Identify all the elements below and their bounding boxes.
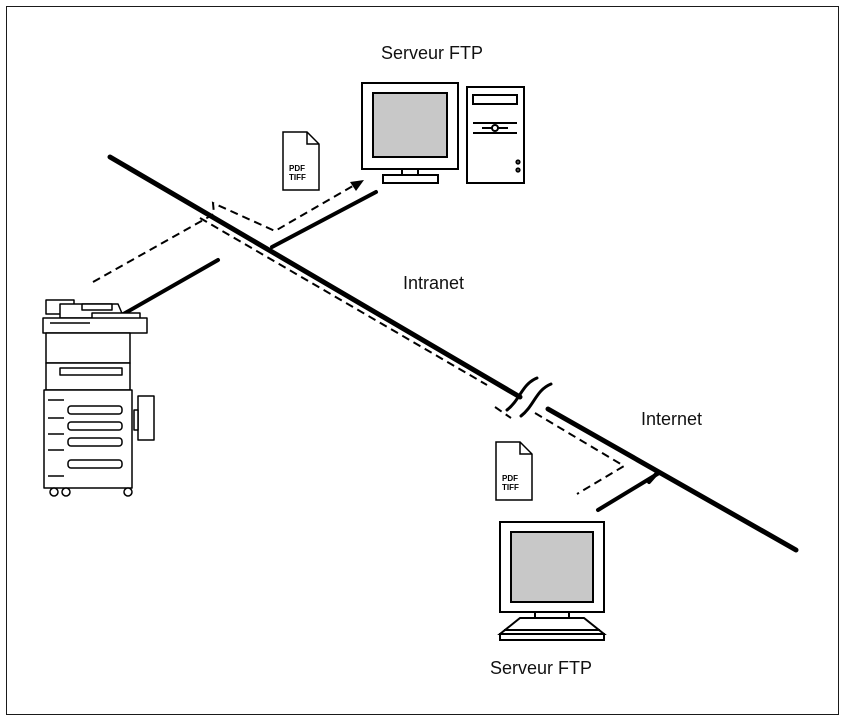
ftp-server-top-label: Serveur FTP [381,43,484,63]
network-break-icon [505,376,553,418]
doc-bottom-line1: PDF [502,474,518,483]
flow-arrow-head [350,180,364,191]
multifunction-printer-icon [42,299,155,497]
network-backbone [107,154,799,553]
branch-top-server [270,190,378,249]
doc-top-line2: TIFF [289,173,306,182]
branch-mfp [118,258,220,318]
internet-label: Internet [641,409,703,429]
doc-bottom-line2: TIFF [502,483,519,492]
document-icon [282,131,320,191]
intranet-label: Intranet [403,273,465,293]
data-flow-path [92,182,626,495]
document-icon [495,441,533,501]
ftp-server-bottom-label: Serveur FTP [490,658,593,678]
desktop-computer-icon [361,82,525,184]
branch-bottom-server [596,471,661,512]
monitor-icon [497,521,607,641]
doc-top-line1: PDF [289,164,305,173]
